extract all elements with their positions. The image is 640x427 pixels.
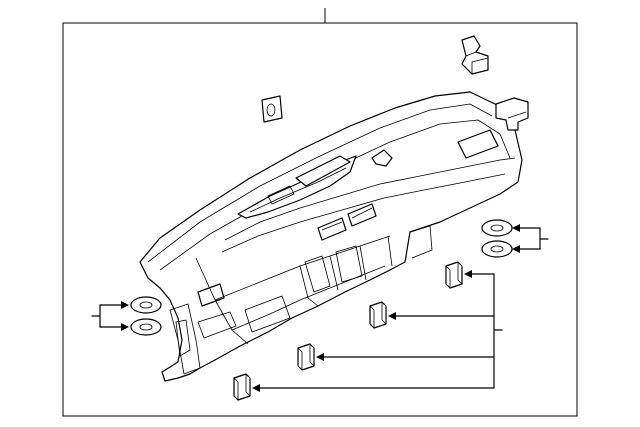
diagram-frame — [62, 22, 578, 417]
grommet-icon — [481, 219, 513, 237]
grommet-pair-right — [481, 219, 549, 258]
retainer-icon — [445, 261, 463, 289]
retainer-icon — [297, 343, 315, 371]
retainer-icon — [233, 373, 251, 401]
grommet-icon — [130, 318, 162, 336]
clip-icon — [461, 35, 489, 75]
grommet-icon — [481, 240, 513, 258]
retainer-clip-group — [233, 261, 503, 401]
grommet-pair-left — [91, 296, 162, 336]
bracket-icon — [495, 97, 529, 131]
dashboard-panel-illustration — [139, 91, 523, 382]
grommet-icon — [130, 296, 162, 314]
retainer-icon — [261, 95, 283, 123]
retainer-icon — [369, 301, 387, 329]
